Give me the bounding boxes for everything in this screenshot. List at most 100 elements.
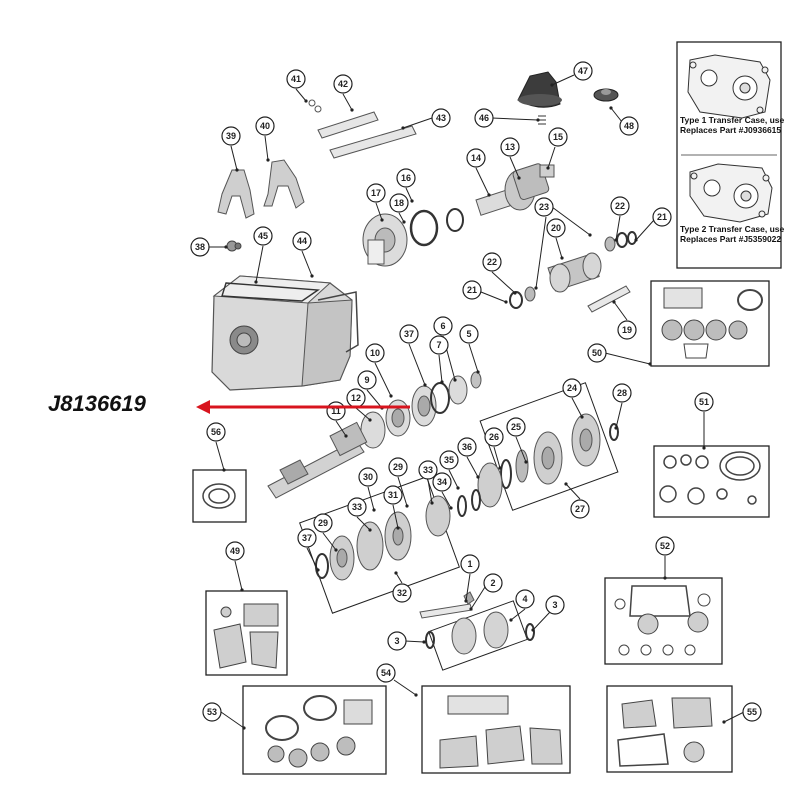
leader-tip (612, 300, 616, 304)
callout-number: 29 (393, 462, 403, 472)
callout-18: 18 (389, 193, 409, 213)
callout-circle (383, 485, 403, 505)
leader-line (398, 212, 405, 223)
leader-line (375, 202, 383, 221)
leader-tip (405, 504, 409, 508)
inset-type1-line2: Replaces Part #J0936615 (680, 125, 782, 135)
callout-circle (570, 499, 590, 519)
callout-9: 9 (357, 370, 377, 390)
callout-circle (221, 126, 241, 146)
leader-tip (614, 426, 618, 430)
callout-circle (652, 207, 672, 227)
leader-tip (350, 108, 354, 112)
leader-line (491, 271, 516, 294)
callout-circle (418, 460, 438, 480)
kit-53-box (242, 685, 387, 775)
kit-54-contents (439, 695, 563, 769)
callout-circle (358, 467, 378, 487)
callout-37: 37 (297, 528, 317, 548)
leader-line (405, 187, 413, 202)
callout-37: 37 (399, 324, 419, 344)
output-shaft (267, 421, 368, 499)
callout-circle (573, 61, 593, 81)
kit-51-contents (659, 451, 761, 505)
kit-56-contents (202, 483, 236, 509)
callout-circle (376, 663, 396, 683)
leader-tip (469, 607, 473, 611)
callout-number: 47 (578, 66, 588, 76)
leader-line (215, 441, 225, 471)
kit-52-contents (614, 585, 711, 656)
leader-line (448, 469, 459, 489)
kit-51-box (653, 445, 770, 518)
leader-line (547, 146, 556, 169)
leader-line (335, 420, 347, 437)
callout-23: 23 (534, 197, 554, 217)
leader-tip (254, 280, 258, 284)
leader-line (427, 479, 433, 504)
leader-tip (702, 446, 706, 450)
callout-19: 19 (617, 320, 637, 340)
leader-tip (440, 380, 444, 384)
callout-circle (612, 383, 632, 403)
type1-housing-illustration (687, 54, 771, 119)
callout-number: 56 (211, 427, 221, 437)
leader-tip (609, 106, 613, 110)
callout-54: 54 (376, 663, 396, 683)
leader-line (493, 446, 501, 469)
callout-3: 3 (545, 595, 565, 615)
leader-tip (310, 274, 314, 278)
leader-line (604, 352, 651, 365)
callout-circle (483, 573, 503, 593)
leader-tip (396, 526, 400, 530)
callout-circle (610, 196, 630, 216)
leader-tip (368, 418, 372, 422)
leader-tip (504, 300, 508, 304)
leader-line (220, 711, 245, 729)
callout-number: 19 (622, 325, 632, 335)
callout-number: 54 (381, 668, 391, 678)
callout-42: 42 (333, 74, 353, 94)
callout-number: 55 (747, 707, 757, 717)
callout-circle (399, 324, 419, 344)
callout-number: 39 (226, 131, 236, 141)
leader-line (555, 237, 563, 259)
leader-tip (222, 468, 226, 472)
callout-55: 55 (742, 702, 762, 722)
leader-tip (372, 508, 376, 512)
callout-circle (484, 427, 504, 447)
leader-line (234, 560, 243, 591)
callout-38: 38 (190, 237, 210, 257)
callout-circle (546, 218, 566, 238)
leader-line (613, 301, 628, 321)
callout-circle (431, 108, 451, 128)
part-number-label: J8136619 (48, 391, 146, 416)
callout-49: 49 (225, 541, 245, 561)
callout-circle (396, 168, 416, 188)
callout-number: 4 (522, 594, 527, 604)
leader-line (230, 145, 238, 171)
leader-tip (410, 199, 414, 203)
leader-line (306, 547, 319, 571)
leader-line (466, 456, 479, 478)
callout-circle (387, 631, 407, 651)
leader-tip (536, 118, 540, 122)
leader-line (615, 215, 621, 241)
callout-circle (500, 137, 520, 157)
callout-11: 11 (326, 401, 346, 421)
callout-33: 33 (418, 460, 438, 480)
callout-12: 12 (346, 388, 366, 408)
callout-number: 31 (388, 490, 398, 500)
leader-tip (663, 576, 667, 580)
leader-line (402, 117, 433, 129)
leader-tip (235, 168, 239, 172)
leader-tip (422, 640, 426, 644)
leader-tip (453, 378, 457, 382)
leader-line (470, 586, 486, 610)
countershaft-assembly (509, 231, 637, 313)
callout-51: 51 (694, 392, 714, 412)
callout-circle (366, 183, 386, 203)
callout-46: 46 (474, 108, 494, 128)
